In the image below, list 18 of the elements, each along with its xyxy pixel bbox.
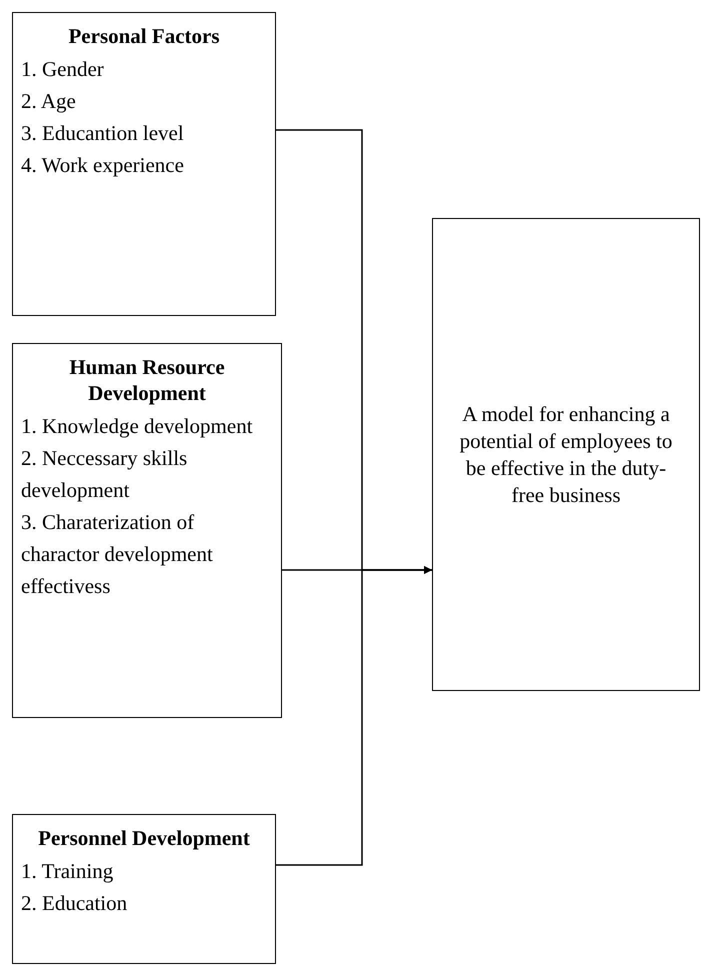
box-heading: Human Resource Development [68,354,226,406]
text-box [12,814,276,964]
list-item: 1. Training [21,858,114,885]
connector-arrow [276,566,432,866]
text-box [12,12,276,316]
list-item: 4. Work experience [21,152,185,179]
list-item: 3. Charaterization of charactor development effectivess [21,509,214,600]
text-box [432,218,700,691]
list-item: 3. Educantion level [21,120,185,147]
box-heading: Personnel Development [37,825,251,851]
list-item: 2. Neccessary skills development [21,445,188,504]
list-item: 2. Education [21,890,128,917]
list-item: 1. Gender [21,56,105,83]
box-heading: Personal Factors [67,23,221,49]
text-box [12,343,282,718]
list-item: 1. Knowledge development [21,413,254,440]
box-text: A model for enhancing a potential of employees to be effective in the duty-free business [458,400,674,508]
list-item: 2. Age [21,88,77,115]
